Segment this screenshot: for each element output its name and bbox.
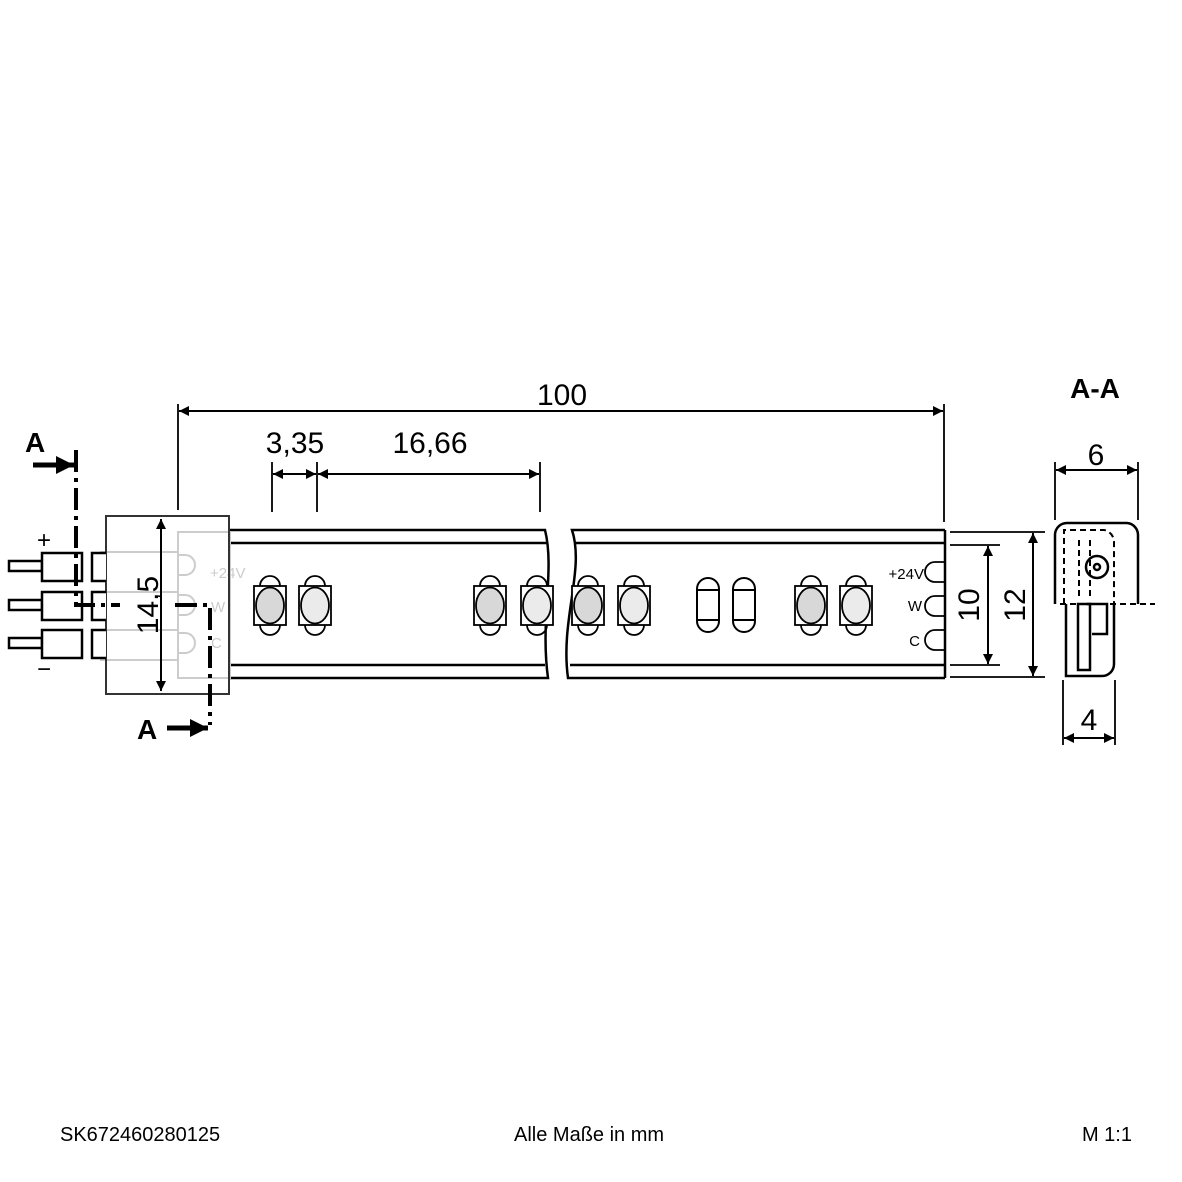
- section-marker-bottom: A: [137, 714, 157, 745]
- dim-total-length: 100: [537, 379, 587, 412]
- wire-pin-plus: [7, 559, 44, 573]
- led: [473, 575, 507, 636]
- contact-label-w: W: [908, 598, 923, 615]
- section-view: [1053, 521, 1155, 678]
- section-title: A-A: [1070, 373, 1120, 404]
- contact-label-24v: +24V: [889, 566, 924, 583]
- connector-ghost-label-c: C: [211, 635, 222, 652]
- plus-sign: +: [37, 527, 51, 554]
- led: [298, 575, 332, 636]
- part-number: SK672460280125: [60, 1124, 221, 1146]
- led: [794, 575, 828, 636]
- led: [520, 575, 554, 636]
- minus-sign: −: [37, 656, 51, 683]
- connector-ghost-label-w: W: [211, 599, 226, 616]
- resistor: [696, 577, 720, 633]
- contact-label-c: C: [909, 633, 920, 650]
- scale-label: M 1:1: [1081, 1124, 1132, 1146]
- section-line: [33, 450, 212, 737]
- led: [571, 575, 605, 636]
- resistors: [696, 577, 756, 633]
- wire-pin-w: [7, 598, 44, 612]
- dim-connector-height: 14,5: [132, 576, 165, 634]
- dim-segment: 16,66: [392, 427, 467, 460]
- contact-pads: [924, 561, 945, 651]
- dim-section-width: 6: [1088, 439, 1105, 472]
- led: [253, 575, 287, 636]
- dimension-lines: [156, 404, 1139, 745]
- dim-outer-width: 12: [999, 588, 1032, 621]
- section-marker-top: A: [25, 427, 45, 458]
- led: [839, 575, 873, 636]
- units-note: Alle Maße in mm: [514, 1124, 665, 1146]
- dim-led-pitch: 3,35: [266, 427, 324, 460]
- dim-section-base: 4: [1081, 704, 1098, 737]
- wire-pin-minus: [7, 636, 44, 650]
- led-group: [253, 575, 873, 636]
- led: [617, 575, 651, 636]
- dim-inner-width: 10: [953, 588, 986, 621]
- led-strip: [229, 528, 947, 680]
- resistor: [732, 577, 756, 633]
- connector-ghost-label-24v: +24V: [210, 565, 245, 582]
